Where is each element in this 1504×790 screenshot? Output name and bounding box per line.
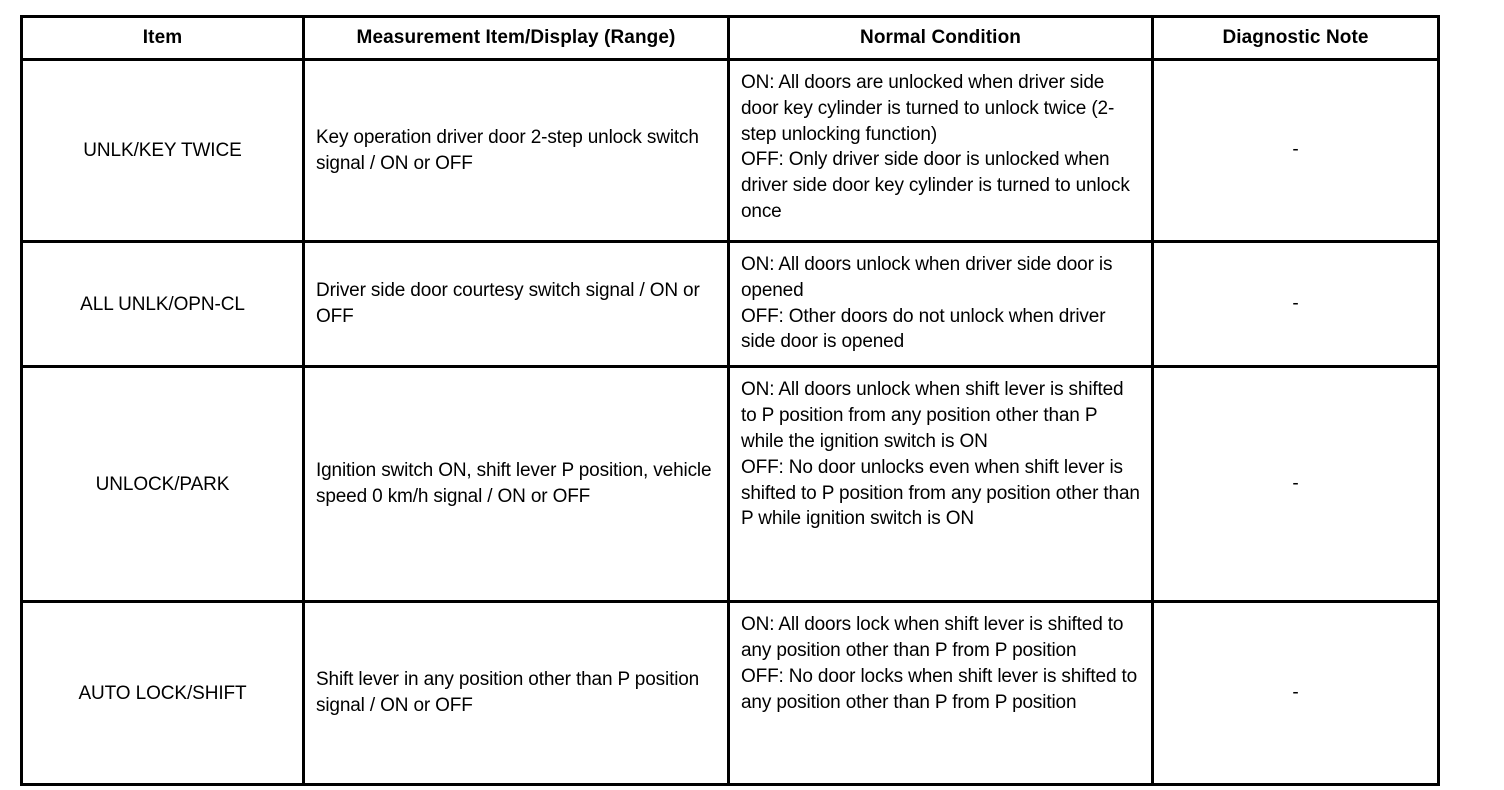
item-name: AUTO LOCK/SHIFT: [78, 682, 247, 704]
measurement-text: Shift lever in any position other than P…: [316, 669, 700, 717]
table-row: AUTO LOCK/SHIFT Shift lever in any posit…: [20, 600, 1440, 787]
cell-item: UNLK/KEY TWICE: [20, 58, 305, 243]
table-row: UNLK/KEY TWICE Key operation driver door…: [20, 58, 1440, 243]
cell-normal-condition: ON: All doors lock when shift lever is s…: [727, 600, 1154, 787]
diagnostic-note-text: -: [1292, 472, 1299, 494]
cell-diagnostic-note: -: [1151, 239, 1440, 369]
cell-normal-condition: ON: All doors unlock when shift lever is…: [727, 365, 1154, 604]
cell-item: AUTO LOCK/SHIFT: [20, 600, 305, 787]
normal-condition-text: ON: All doors lock when shift lever is s…: [741, 614, 1138, 713]
diagnostic-note-text: -: [1292, 139, 1299, 161]
table-header-row: Item Measurement Item/Display (Range) No…: [20, 15, 1440, 61]
cell-normal-condition: ON: All doors are unlocked when driver s…: [727, 58, 1154, 243]
diagnostic-note-text: -: [1292, 681, 1299, 703]
item-name: UNLK/KEY TWICE: [83, 139, 242, 161]
measurement-text: Key operation driver door 2-step unlock …: [316, 126, 699, 174]
item-name: UNLOCK/PARK: [95, 473, 230, 495]
cell-measurement: Ignition switch ON, shift lever P positi…: [302, 365, 730, 604]
table-row: UNLOCK/PARK Ignition switch ON, shift le…: [20, 365, 1440, 604]
cell-diagnostic-note: -: [1151, 600, 1440, 787]
column-header-item: Item: [20, 15, 305, 61]
diagnostic-note-text: -: [1292, 292, 1299, 314]
measurement-text: Ignition switch ON, shift lever P positi…: [316, 460, 712, 508]
column-header-normal-condition: Normal Condition: [727, 15, 1154, 61]
item-name: ALL UNLK/OPN-CL: [80, 293, 245, 315]
table-header: Item Measurement Item/Display (Range) No…: [20, 15, 1440, 61]
cell-diagnostic-note: -: [1151, 365, 1440, 604]
normal-condition-text: ON: All doors unlock when driver side do…: [741, 254, 1113, 353]
table-row: ALL UNLK/OPN-CL Driver side door courtes…: [20, 239, 1440, 369]
cell-diagnostic-note: -: [1151, 58, 1440, 243]
cell-measurement: Key operation driver door 2-step unlock …: [302, 58, 730, 243]
cell-normal-condition: ON: All doors unlock when driver side do…: [727, 239, 1154, 369]
normal-condition-text: ON: All doors unlock when shift lever is…: [741, 379, 1140, 530]
cell-item: UNLOCK/PARK: [20, 365, 305, 604]
normal-condition-text: ON: All doors are unlocked when driver s…: [741, 72, 1130, 223]
table-body: UNLK/KEY TWICE Key operation driver door…: [20, 58, 1440, 787]
cell-measurement: Shift lever in any position other than P…: [302, 600, 730, 787]
cell-measurement: Driver side door courtesy switch signal …: [302, 239, 730, 369]
cell-item: ALL UNLK/OPN-CL: [20, 239, 305, 369]
data-monitor-spec-table: Item Measurement Item/Display (Range) No…: [20, 15, 1440, 787]
measurement-text: Driver side door courtesy switch signal …: [316, 280, 700, 328]
column-header-measurement: Measurement Item/Display (Range): [302, 15, 730, 61]
column-header-diagnostic-note: Diagnostic Note: [1151, 15, 1440, 61]
